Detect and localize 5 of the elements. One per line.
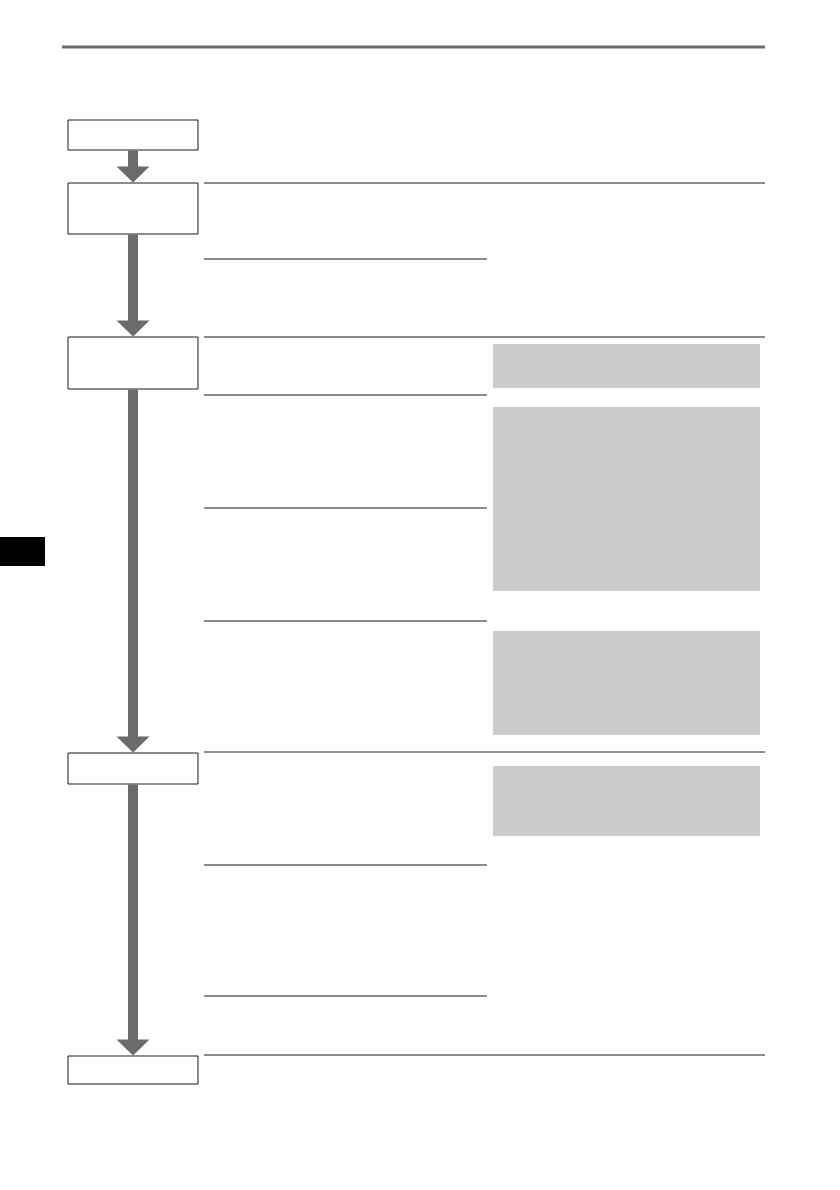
step-box: [67, 752, 199, 785]
step-box: [67, 1055, 199, 1085]
step-box: [67, 182, 199, 235]
step-box: [67, 119, 199, 151]
step-box: [67, 336, 199, 390]
